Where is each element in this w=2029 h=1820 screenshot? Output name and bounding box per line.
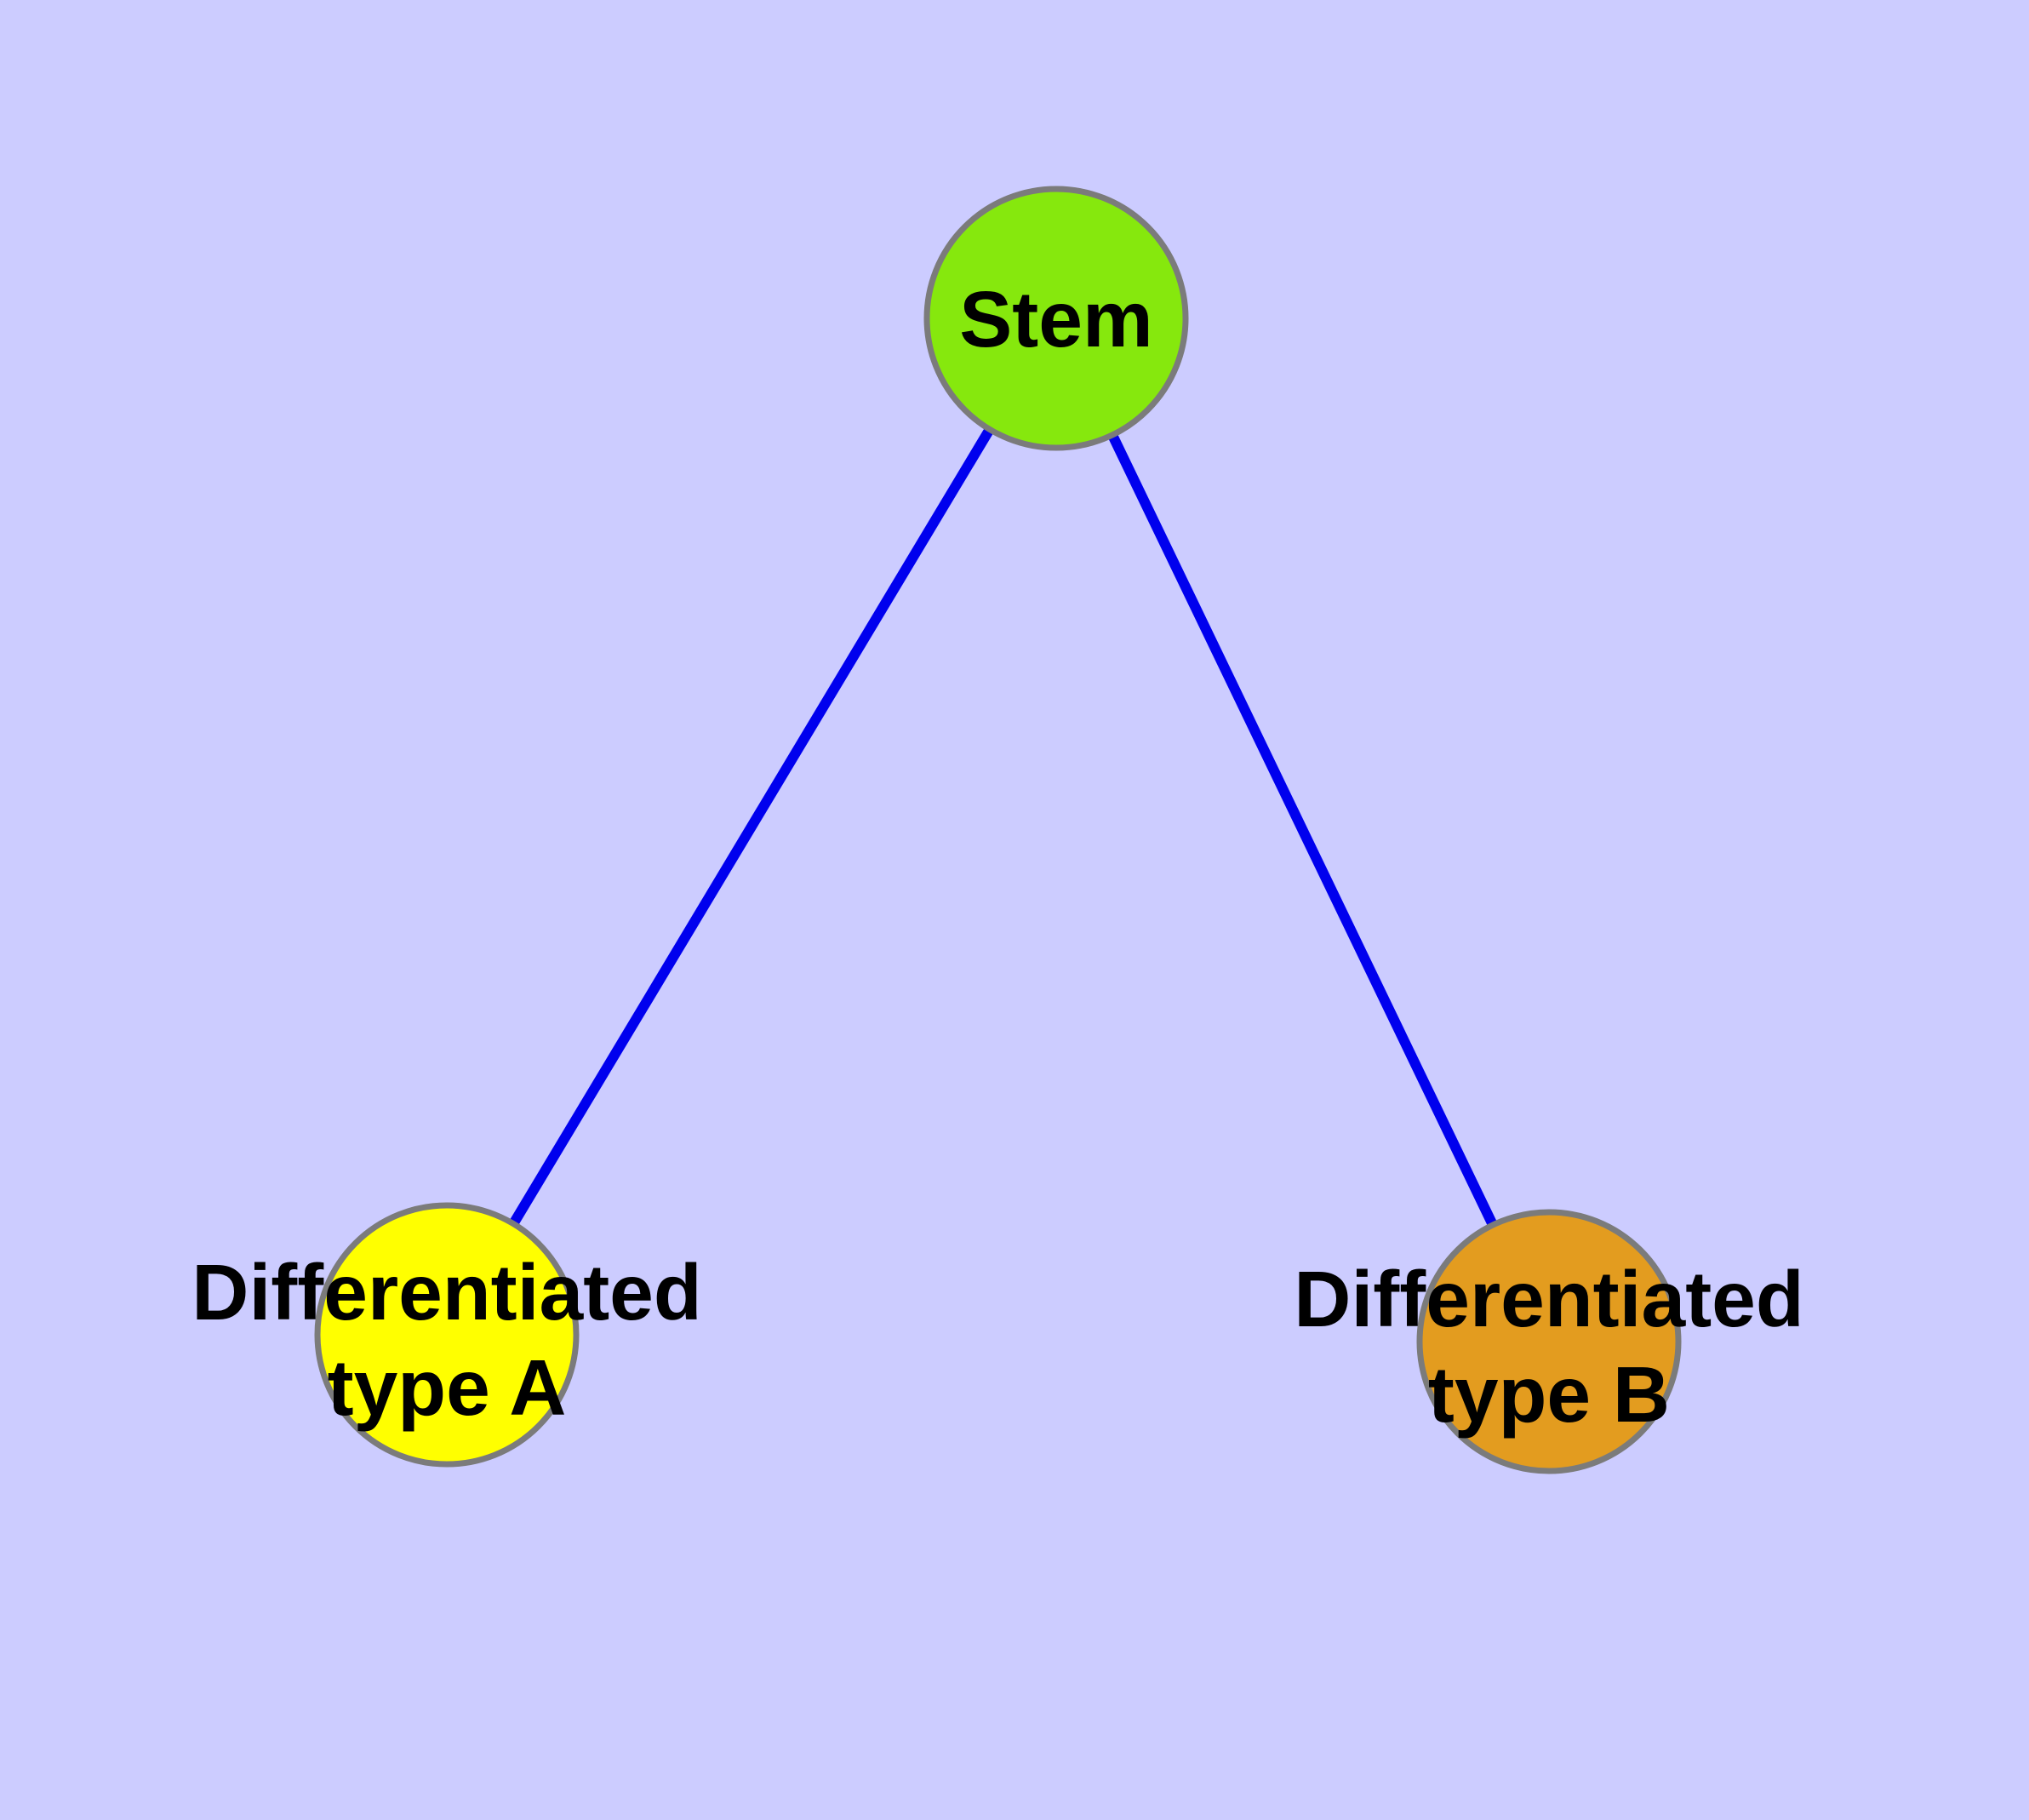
node-label-stem: Stem bbox=[959, 275, 1152, 363]
graph-edge-stem-to-differentiated-type-a bbox=[442, 315, 1061, 1338]
graph-node-stem bbox=[923, 186, 1189, 451]
graph-nodes-layer bbox=[314, 186, 1682, 1474]
node-label-line: Differentiated bbox=[191, 1248, 701, 1336]
node-label-line: type A bbox=[328, 1343, 567, 1432]
graph-node-differentiated-type-a bbox=[314, 1202, 580, 1468]
graph-node-differentiated-type-b bbox=[1416, 1209, 1682, 1474]
node-label-line: Differentiated bbox=[1294, 1255, 1803, 1343]
node-label-line: type B bbox=[1428, 1350, 1670, 1439]
graph-edge-stem-to-differentiated-type-b bbox=[1051, 316, 1554, 1344]
node-label-line: Stem bbox=[959, 275, 1152, 363]
graph-edges-layer bbox=[442, 315, 1554, 1344]
